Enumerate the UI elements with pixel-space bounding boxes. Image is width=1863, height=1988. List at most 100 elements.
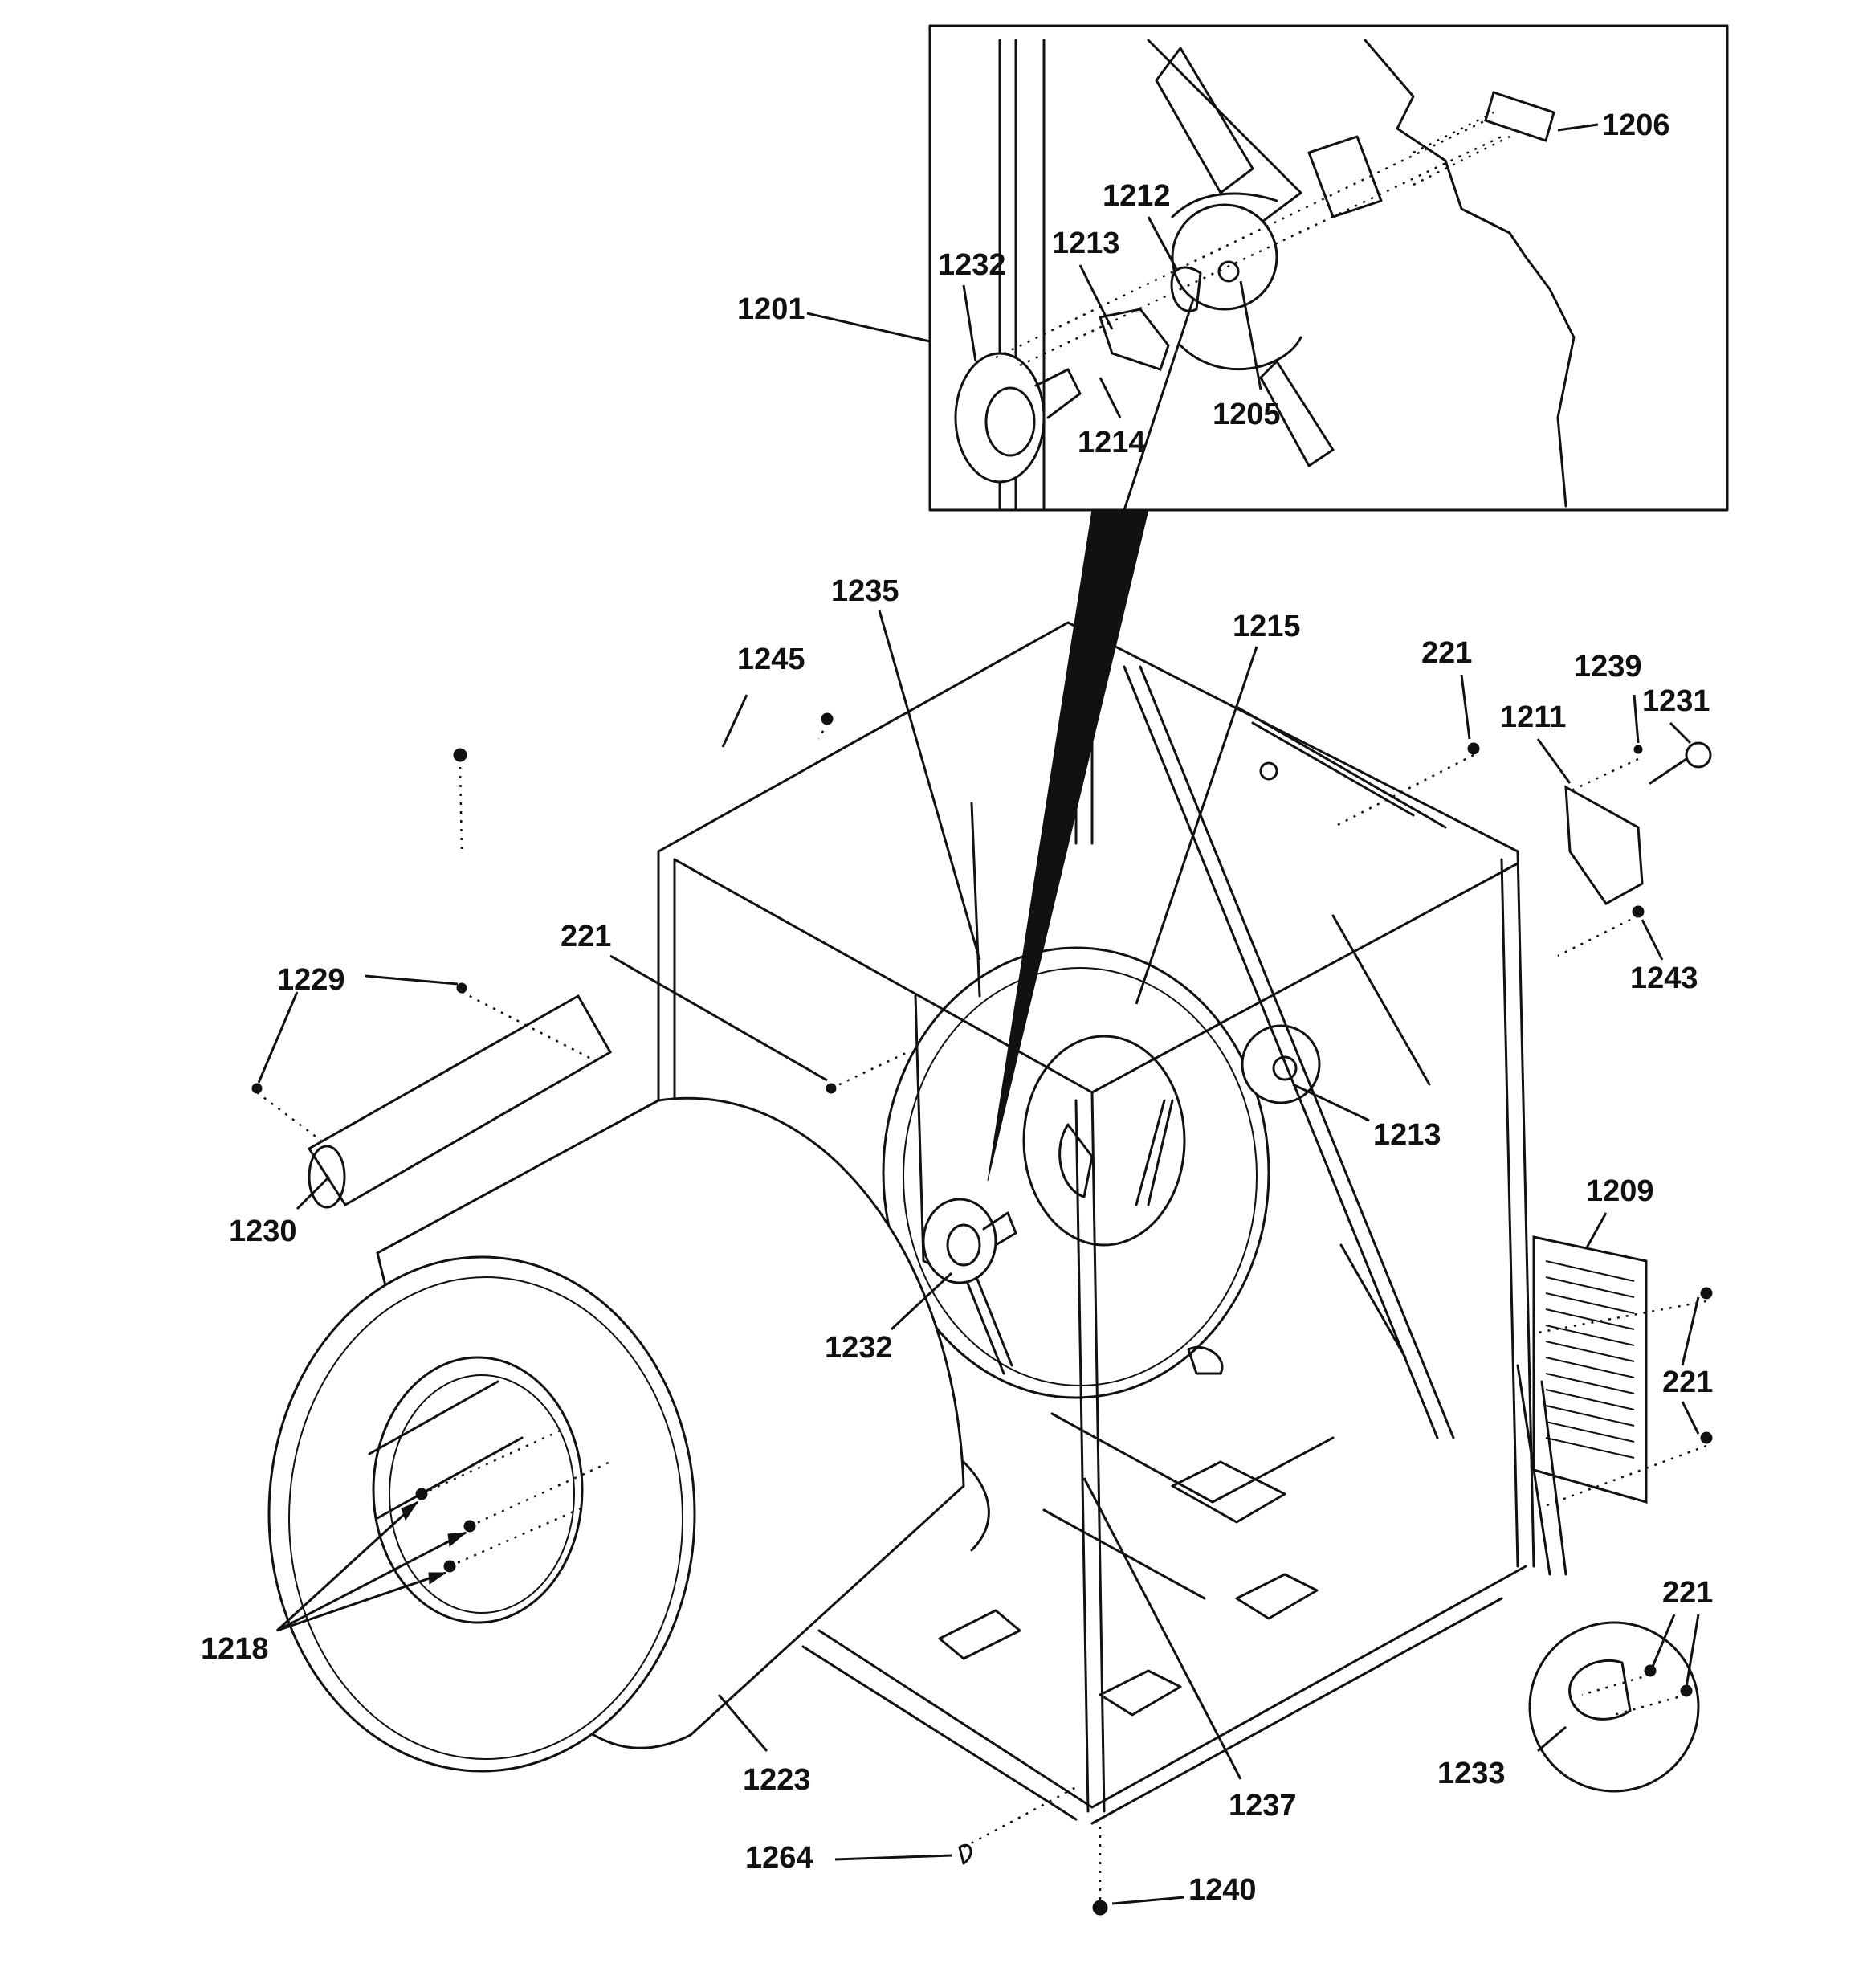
mounting-bracket — [1564, 785, 1644, 905]
label-1218: 1218 — [201, 1632, 269, 1666]
label-221-left: 221 — [561, 920, 611, 953]
belt-segment — [1135, 1099, 1174, 1206]
arrow-1218-b — [447, 1532, 467, 1547]
screw-221-grille-top — [1700, 1287, 1713, 1300]
inset-mount-plate — [1484, 91, 1555, 142]
screw-221-grille-bottom — [1700, 1431, 1713, 1444]
grille-slats — [1545, 1260, 1635, 1459]
screw-221-detail-b — [1680, 1684, 1693, 1697]
inset-bulkhead-edge-right — [1364, 39, 1576, 508]
label-1235: 1235 — [831, 574, 899, 608]
inset-detail — [928, 24, 1729, 512]
label-1211: 1211 — [1500, 700, 1566, 734]
inset-bearing-plate — [1171, 203, 1278, 311]
leader-1245 — [721, 694, 748, 748]
leader-221d-a — [1651, 1614, 1676, 1668]
grille-panel — [1532, 1235, 1648, 1504]
screw-1245 — [453, 748, 467, 762]
cabinet-floor-pads — [1171, 1460, 1319, 1620]
bulkhead-outer-ring — [882, 946, 1270, 1399]
leader-221c-bottom — [1681, 1401, 1700, 1435]
arrow-1218-a — [401, 1500, 419, 1521]
inset-slot-2 — [1259, 360, 1335, 467]
drum-back-edge — [962, 1460, 990, 1552]
label-1206: 1206 — [1602, 108, 1670, 142]
label-1245: 1245 — [737, 643, 805, 676]
label-1239: 1239 — [1574, 650, 1642, 684]
lamp-stem — [1649, 757, 1688, 785]
leader-1205 — [1239, 280, 1262, 390]
leader-1232a — [962, 284, 977, 362]
screw-top — [821, 712, 834, 725]
cabinet-floor-rails — [1042, 1412, 1335, 1600]
drum — [267, 1096, 990, 1773]
label-1223: 1223 — [743, 1763, 811, 1797]
cabinet-right-post — [1500, 850, 1535, 1568]
label-1240: 1240 — [1188, 1873, 1257, 1907]
inset-hub-arc — [1171, 192, 1302, 371]
bulkhead-inner-ring — [903, 967, 1258, 1386]
label-1230: 1230 — [229, 1214, 297, 1248]
leader-1213a — [1078, 264, 1114, 330]
cabinet-left-post — [657, 850, 676, 1102]
screw-221-top — [1467, 742, 1480, 755]
label-1201: 1201 — [737, 292, 805, 326]
leader-1229a — [365, 974, 459, 986]
cabinet-rear-brace — [1235, 705, 1447, 829]
leader-1218-a — [275, 1500, 419, 1632]
cabinet-base-lower — [801, 1597, 1503, 1825]
cabinet-base-front — [817, 1565, 1527, 1809]
label-1243: 1243 — [1630, 961, 1698, 995]
leader-1237 — [1082, 1477, 1242, 1780]
inset-frame — [928, 24, 1729, 512]
label-221-detail: 221 — [1662, 1576, 1713, 1610]
label-1229: 1229 — [277, 963, 345, 997]
detail-pointer — [1516, 1364, 1567, 1576]
leader-1243 — [1641, 919, 1664, 961]
front-bearing-shaft — [982, 1211, 1017, 1247]
label-1232-inset: 1232 — [938, 248, 1006, 282]
leader-221a — [1460, 674, 1471, 740]
bulkhead-clip — [1058, 1123, 1094, 1198]
inset-bearing-inner — [984, 386, 1036, 457]
exhaust-duct — [307, 994, 613, 1209]
label-1215: 1215 — [1233, 610, 1301, 643]
rear-bulkhead — [882, 946, 1321, 1399]
fasteners — [251, 712, 1713, 1916]
clip-1264 — [958, 1844, 972, 1865]
label-221-grille: 221 — [1662, 1365, 1713, 1399]
detail-circle — [1528, 1621, 1700, 1793]
drum-front-rim-inner — [288, 1276, 683, 1760]
leader-1229b — [257, 991, 299, 1084]
leader-1240 — [1111, 1896, 1185, 1905]
label-221-top: 221 — [1421, 636, 1472, 670]
inset-bearing-housing — [954, 352, 1046, 484]
leader-1214 — [1099, 377, 1122, 418]
screw-1239 — [1633, 745, 1643, 754]
drum-baffle — [368, 1380, 524, 1520]
leader-1212 — [1147, 216, 1178, 270]
label-1212: 1212 — [1103, 179, 1171, 213]
drum-opening-inner — [389, 1374, 575, 1614]
front-bearing — [922, 1198, 1017, 1284]
rear-bearing-hole — [1272, 1055, 1298, 1081]
label-1231: 1231 — [1642, 684, 1710, 718]
inset-bearing-hole — [1217, 260, 1240, 283]
inset-bracket — [1099, 308, 1170, 371]
leader-221d-b — [1685, 1614, 1700, 1688]
label-1237: 1237 — [1229, 1789, 1297, 1823]
leader-221b — [609, 954, 828, 1082]
inset-slot-3 — [1307, 135, 1383, 218]
thermostat-detail — [1516, 1364, 1700, 1793]
arrow-1218-c — [428, 1572, 447, 1585]
leader-1213b — [1292, 1083, 1370, 1122]
leader-1218-b — [276, 1531, 467, 1632]
leader-1264 — [834, 1854, 952, 1861]
leader-1206 — [1557, 123, 1599, 132]
leader-1201 — [806, 312, 931, 343]
duct-body — [307, 994, 613, 1207]
drum-opening — [372, 1356, 584, 1624]
label-1213-inset: 1213 — [1052, 227, 1120, 260]
zoom-wedge — [987, 509, 1149, 1182]
label-1213-main: 1213 — [1373, 1118, 1441, 1152]
